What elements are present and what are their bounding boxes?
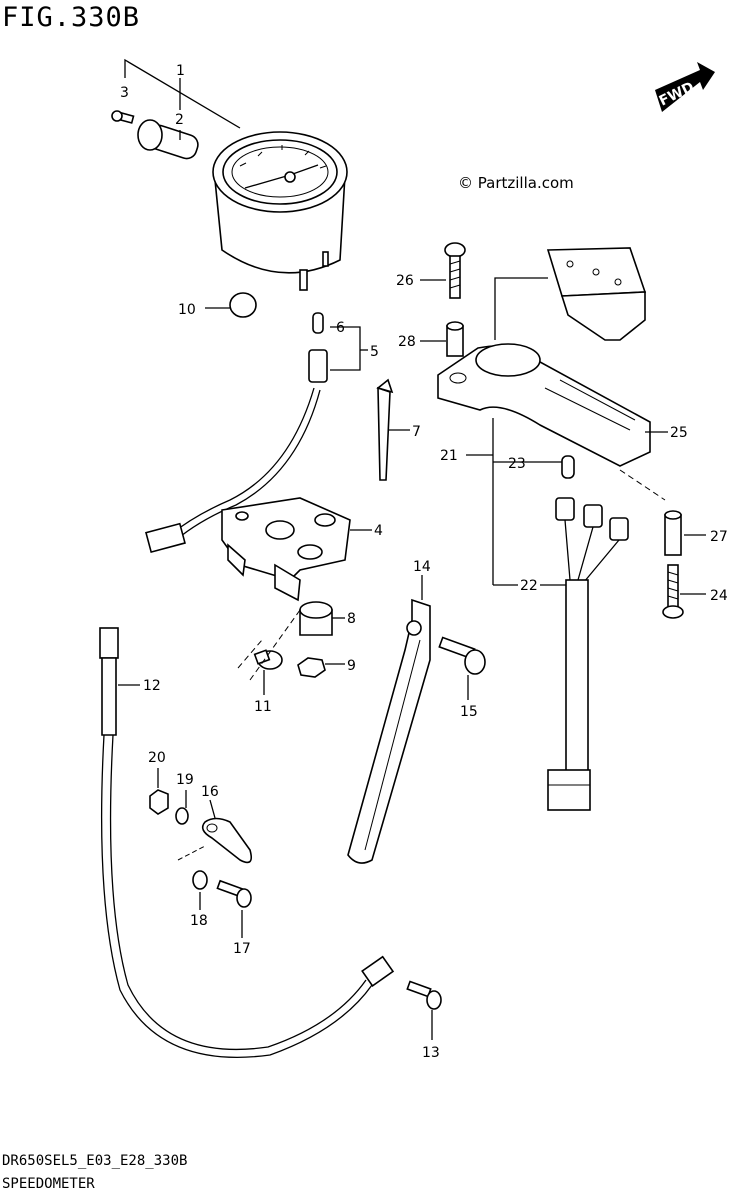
callout-1[interactable]: 1 [176, 63, 185, 79]
callout-20[interactable]: 20 [148, 750, 166, 766]
footer-assembly-name: SPEEDOMETER [2, 1176, 95, 1192]
screw-part-13[interactable] [406, 980, 442, 1010]
screw-part-3[interactable] [111, 110, 135, 124]
callout-6[interactable]: 6 [336, 320, 345, 336]
nut-part-20[interactable] [149, 789, 169, 815]
callout-26[interactable]: 26 [396, 273, 414, 289]
socket-part-5[interactable] [145, 349, 328, 554]
callout-5[interactable]: 5 [370, 344, 379, 360]
clamp-part-16[interactable] [201, 817, 253, 864]
callout-12[interactable]: 12 [143, 678, 161, 694]
figure-title: FIG.330B [2, 2, 141, 33]
screw-part-24[interactable] [662, 564, 684, 619]
cable-band-part-7[interactable] [376, 378, 394, 481]
speedometer-assembly[interactable] [212, 131, 348, 291]
callout-25[interactable]: 25 [670, 425, 688, 441]
footer-model-code: DR650SEL5_E03_E28_330B [2, 1153, 188, 1169]
callout-2[interactable]: 2 [175, 112, 184, 128]
callout-14[interactable]: 14 [413, 559, 431, 575]
callout-21[interactable]: 21 [440, 448, 458, 464]
speedometer-cable-part-12[interactable] [99, 627, 395, 1058]
callout-19[interactable]: 19 [176, 772, 194, 788]
callout-10[interactable]: 10 [178, 302, 196, 318]
trip-reset-knob[interactable] [137, 119, 200, 161]
callout-7[interactable]: 7 [412, 424, 421, 440]
washer-part-19[interactable] [175, 807, 189, 825]
callout-24[interactable]: 24 [710, 588, 728, 604]
washer-part-18[interactable] [192, 870, 208, 890]
cushion-part-8[interactable] [299, 601, 333, 636]
callout-22[interactable]: 22 [520, 578, 538, 594]
spacer-part-28[interactable] [446, 321, 464, 357]
meter-bracket-part-4[interactable] [221, 497, 351, 602]
callout-18[interactable]: 18 [190, 913, 208, 929]
callout-16[interactable]: 16 [201, 784, 219, 800]
callout-8[interactable]: 8 [347, 611, 356, 627]
bolt-part-15[interactable] [438, 636, 486, 675]
callout-17[interactable]: 17 [233, 941, 251, 957]
callout-27[interactable]: 27 [710, 529, 728, 545]
copyright-watermark: © Partzilla.com [458, 174, 574, 192]
screw-part-26[interactable] [444, 242, 466, 299]
spacer-part-27[interactable] [664, 510, 682, 556]
callout-9[interactable]: 9 [347, 658, 356, 674]
callout-3[interactable]: 3 [120, 85, 129, 101]
callout-23[interactable]: 23 [508, 456, 526, 472]
nut-part-9[interactable] [297, 657, 326, 678]
fwd-arrow-icon: FWD [655, 62, 715, 112]
indicator-lens-part-25[interactable] [546, 247, 647, 341]
bulb-part-6[interactable] [312, 312, 324, 334]
callout-28[interactable]: 28 [398, 334, 416, 350]
indicator-harness-part-22[interactable] [547, 497, 629, 811]
callout-13[interactable]: 13 [422, 1045, 440, 1061]
screw-part-17[interactable] [216, 879, 252, 908]
bolt-part-11[interactable] [253, 649, 283, 670]
callout-11[interactable]: 11 [254, 699, 272, 715]
rubber-cap-part-10[interactable] [229, 292, 257, 318]
bracket-arm-part-14[interactable] [347, 598, 431, 864]
indicator-housing[interactable] [437, 343, 651, 467]
bulb-part-23[interactable] [561, 455, 575, 479]
callout-15[interactable]: 15 [460, 704, 478, 720]
callout-4[interactable]: 4 [374, 523, 383, 539]
